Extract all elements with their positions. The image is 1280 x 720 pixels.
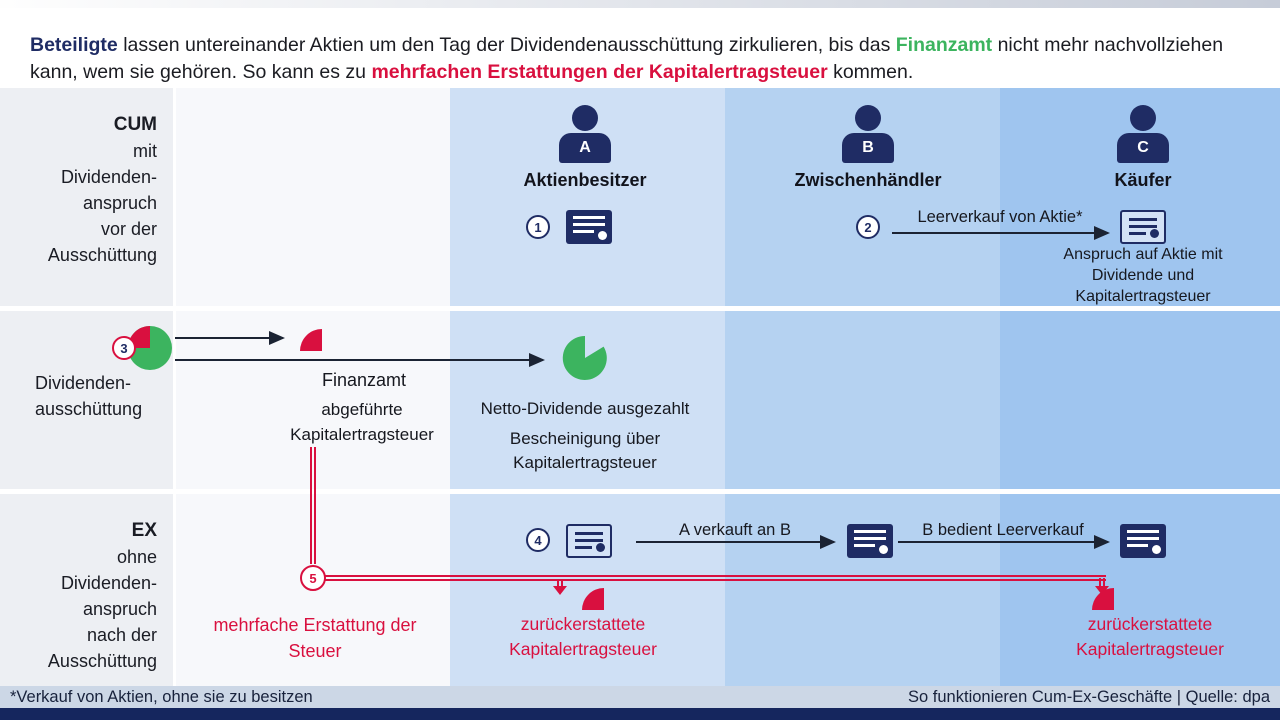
step-badge-2: 2	[856, 215, 880, 239]
cert-line	[1127, 530, 1159, 533]
mehrfache-erstattung-label: mehrfache Erstattung der Steuer	[213, 615, 417, 661]
cert-line	[854, 544, 875, 547]
cert-seal	[879, 545, 888, 554]
cert-seal	[1150, 229, 1159, 238]
cert-line	[1129, 225, 1157, 228]
row-label-ex: EX ohne Dividenden- anspruch nach der Au…	[0, 518, 157, 674]
cert-line	[854, 530, 886, 533]
cert-line	[1129, 218, 1157, 221]
cert-seal	[1152, 545, 1161, 554]
cert-line	[573, 216, 605, 219]
cert-icon-row1-a	[566, 210, 612, 244]
cert-line	[573, 223, 605, 226]
column-band-aktienbesitzer	[450, 88, 725, 686]
column-band-labels	[0, 88, 176, 686]
person-body: A	[559, 133, 611, 163]
bescheinigung-label: Bescheinigung über Kapitalertragsteuer	[509, 429, 661, 472]
intro-text: Beteiligte lassen untereinander Aktien u…	[30, 32, 1258, 86]
row-label-ex-title: EX	[131, 520, 157, 541]
cert-icon-row3-c	[1120, 524, 1166, 558]
cert-line	[575, 546, 592, 549]
intro-highlight-erstattungen: mehrfachen Erstattungen der Kapitalertra…	[371, 60, 828, 83]
actor-label-kaeufer: Käufer	[1114, 170, 1172, 190]
b-bedient-arrow-label: B bedient Leerverkauf	[922, 521, 1084, 539]
finanzamt-tax-wedge-icon	[300, 329, 322, 351]
cert-line	[575, 539, 603, 542]
person-icon-b: B	[840, 105, 896, 163]
intro-plain-1: lassen untereinander Aktien um den Tag d…	[117, 33, 896, 56]
a-verkauft-arrow-label: A verkauft an B	[679, 521, 791, 539]
cert-icon-row1-c	[1120, 210, 1166, 244]
cert-seal	[598, 231, 607, 240]
step-badge-4: 4	[526, 528, 550, 552]
intro-highlight-finanzamt: Finanzamt	[895, 33, 993, 56]
refund-wedge-icon-a	[582, 588, 604, 610]
person-head	[855, 105, 881, 131]
row-divider-1	[0, 306, 1280, 311]
cert-line	[1129, 232, 1146, 235]
refund-label-c: zurückerstattete Kapitalertragsteuer	[1076, 614, 1224, 659]
person-head	[1130, 105, 1156, 131]
cert-line	[573, 230, 594, 233]
netto-dividende-pie-icon	[562, 335, 607, 380]
step-badge-3: 3	[112, 336, 136, 360]
actor-letter-b: B	[862, 139, 874, 156]
row-divider-2	[0, 489, 1280, 494]
cert-seal	[596, 543, 605, 552]
refund-wedge-icon-c	[1092, 588, 1114, 610]
cert-line	[1127, 537, 1159, 540]
row-label-ex-body: ohne Dividenden- anspruch nach der Aussc…	[47, 547, 157, 671]
finanzamt-label: Finanzamt	[321, 370, 407, 390]
step-badge-1: 1	[526, 215, 550, 239]
cert-icon-row3-b	[847, 524, 893, 558]
intro-plain-2: nicht mehr nachvollziehen kann, wem sie …	[30, 33, 1224, 83]
actor-label-aktienbesitzer: Aktienbesitzer	[523, 170, 647, 190]
person-body: B	[842, 133, 894, 163]
intro-plain-3: kommen.	[827, 60, 914, 83]
actor-label-zwischenhaendler: Zwischenhändler	[794, 170, 942, 190]
intro-highlight-beteiligte: Beteiligte	[30, 33, 118, 56]
person-icon-c: C	[1115, 105, 1171, 163]
row-label-cum: CUM mit Dividenden- anspruch vor der Aus…	[0, 112, 157, 268]
column-band-kaeufer	[1000, 88, 1280, 686]
refund-label-a: zurückerstattete Kapitalertragsteuer	[509, 614, 657, 659]
cert-icon-row3-a	[566, 524, 612, 558]
step-badge-5: 5	[300, 565, 326, 591]
actor-letter-a: A	[579, 139, 591, 156]
row-label-cum-body: mit Dividenden- anspruch vor der Ausschü…	[47, 141, 157, 265]
actor-letter-c: C	[1137, 139, 1149, 156]
source-credit: So funktionieren Cum-Ex-Geschäfte | Quel…	[908, 688, 1270, 706]
row-label-cum-title: CUM	[113, 114, 157, 135]
person-head	[572, 105, 598, 131]
row-label-dividend-body: Dividenden- ausschüttung	[35, 373, 143, 419]
column-band-zwischenhaendler	[725, 88, 1000, 686]
abgefuehrte-steuer-label: abgeführte Kapitalertragsteuer	[290, 400, 434, 444]
cert-line	[1127, 544, 1148, 547]
top-gradient-strip	[0, 0, 1280, 8]
cert-line	[575, 532, 603, 535]
netto-dividende-label: Netto-Dividende ausgezahlt	[480, 399, 690, 418]
row-label-dividend: Dividenden- ausschüttung	[35, 370, 205, 422]
anspruch-text: Anspruch auf Aktie mit Dividende und Kap…	[1063, 246, 1223, 305]
person-icon-a: A	[557, 105, 613, 163]
footer-band: *Verkauf von Aktien, ohne sie zu besitze…	[0, 686, 1280, 708]
person-body: C	[1117, 133, 1169, 163]
bottom-bar	[0, 708, 1280, 720]
cert-line	[854, 537, 886, 540]
footnote: *Verkauf von Aktien, ohne sie zu besitze…	[10, 688, 313, 706]
column-divider	[173, 88, 176, 686]
leerverkauf-arrow-label: Leerverkauf von Aktie*	[917, 208, 1083, 226]
